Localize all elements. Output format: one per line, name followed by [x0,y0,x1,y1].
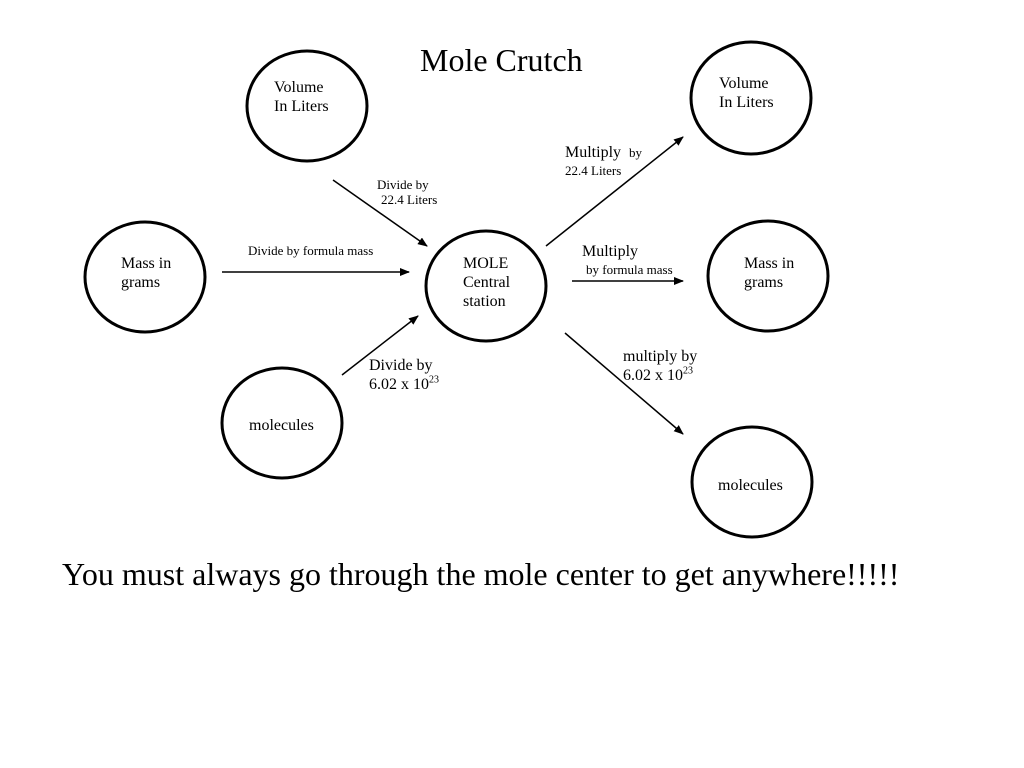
edge-label-volume-out: Multiply by 22.4 Liters [565,144,642,178]
node-label-line: station [463,292,506,310]
edge-label-line: Divide by formula mass [248,243,374,258]
node-label-line: Central [463,273,511,291]
node-label-line: MOLE [463,255,509,272]
edge-label-line: Divide by [377,177,429,192]
node-label-line: Volume [274,79,324,96]
edge-label-line: 6.02 x 1023 [623,365,697,386]
edge-label-volume-in: Divide by 22.4 Liters [377,177,437,208]
node-label-left-volume: Volume In Liters [274,79,329,117]
node-label-line: Volume [719,75,769,92]
edge-label-line: Multiply by [565,144,642,163]
edge-label-line: by formula mass [586,261,673,277]
page-title: Mole Crutch [420,42,583,78]
node-label-line: In Liters [274,97,329,115]
node-label-left-mass: Mass in grams [121,255,171,293]
arrow-mole-to-molecules [564,332,684,435]
edge-label-mass-in: Divide by formula mass [248,243,373,258]
edge-label-exponent: 23 [683,365,693,377]
arrow-volume-to-mole [332,179,428,247]
edge-label-line: Divide by [369,357,433,374]
node-label-line: In Liters [719,93,774,111]
node-label-line: Mass in [744,255,795,272]
edge-label-base: 6.02 x 10 [623,366,683,384]
node-circle-right-molecules [690,425,814,539]
node-circle-left-molecules [220,366,344,480]
edge-label-line: 6.02 x 1023 [369,374,439,395]
edge-label-mass-out: Multiply by formula mass [582,243,673,277]
edge-label-exponent: 23 [429,374,439,386]
footer-note: You must always go through the mole cent… [62,556,900,592]
edge-label-molecules-in: Divide by 6.02 x 1023 [369,357,439,395]
node-label-line: Mass in [121,255,172,272]
edge-label-line: 22.4 Liters [565,162,622,178]
node-label-right-mass: Mass in grams [744,255,794,293]
node-label-left-molecules: molecules [249,417,314,436]
edge-label-line: multiply by [623,348,698,365]
node-label-line: grams [744,273,784,291]
arrow-molecules-to-mole [341,315,419,376]
arrow-mole-to-volume [545,136,684,247]
node-circle-left-mass [83,220,207,334]
node-circle-right-mass [706,219,830,333]
node-label-line: grams [121,273,161,291]
node-label-center: MOLE Central station [463,255,510,312]
node-circle-center [424,229,548,343]
edge-label-line: Multiply [582,243,639,260]
node-label-right-molecules: molecules [718,477,783,496]
node-circle-right-volume [689,40,813,156]
node-label-right-volume: Volume In Liters [719,75,774,113]
node-label-line: molecules [249,417,314,434]
edge-label-line: 22.4 Liters [381,192,438,208]
edge-label-word: Multiply [565,144,622,161]
node-label-line: molecules [718,477,783,494]
edge-label-word: by [629,145,643,160]
node-circle-left-volume [245,49,369,163]
edge-label-base: 6.02 x 10 [369,375,429,393]
edge-label-molecules-out: multiply by 6.02 x 1023 [623,348,697,386]
